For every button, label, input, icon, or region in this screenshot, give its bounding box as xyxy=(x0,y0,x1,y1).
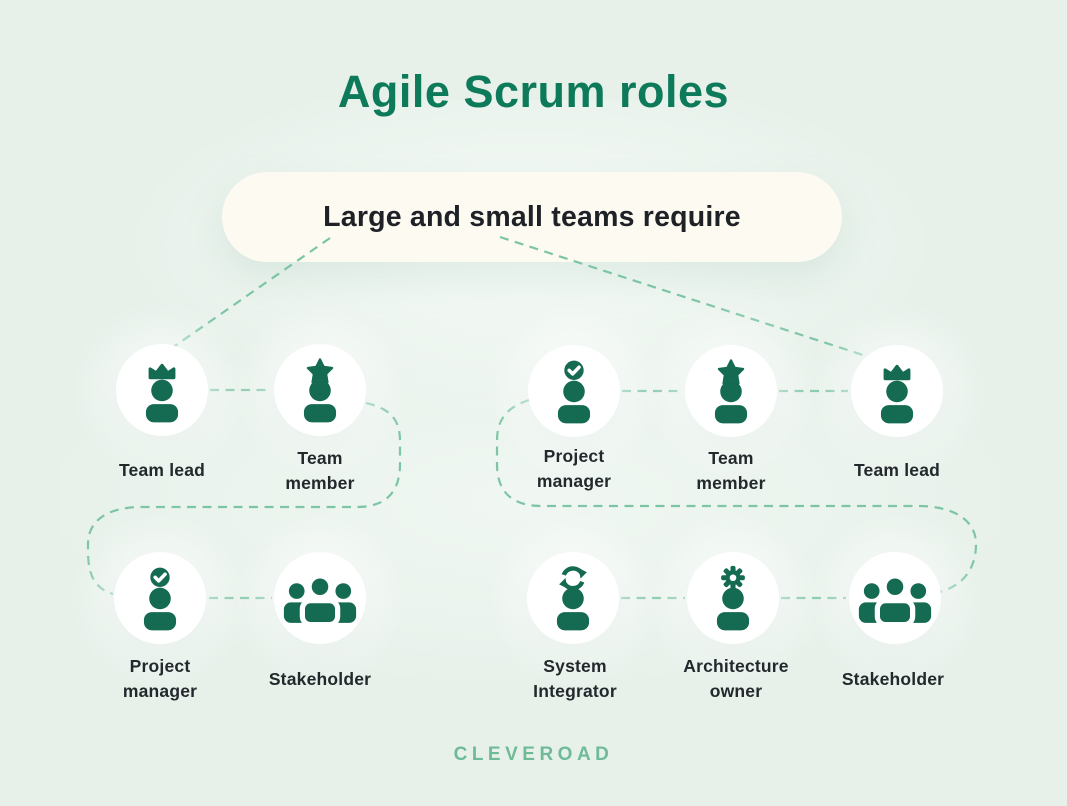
role-circle xyxy=(851,345,943,437)
crown-person-icon xyxy=(145,363,179,423)
role-circle xyxy=(849,552,941,644)
star-person-icon xyxy=(714,359,748,424)
role-circle xyxy=(116,344,208,436)
cleveroad-logo: CLEVEROAD xyxy=(453,744,614,765)
people-group-icon xyxy=(858,572,932,627)
people-group-icon xyxy=(283,572,357,627)
gear-person-icon xyxy=(716,565,750,631)
connector-banner-to-left-team-lead xyxy=(171,237,331,349)
crown-person-icon xyxy=(880,364,914,424)
role-circle xyxy=(114,552,206,644)
check-person-icon xyxy=(143,567,177,631)
role-label: Team member xyxy=(285,448,355,493)
page-title: Agile Scrum roles xyxy=(337,66,730,117)
cycle-person-icon xyxy=(556,566,590,631)
check-person-icon xyxy=(557,360,591,424)
role-circle xyxy=(274,552,366,644)
role-label: Team lead xyxy=(853,460,941,480)
role-circle xyxy=(528,345,620,437)
role-circle xyxy=(527,552,619,644)
role-circle xyxy=(274,344,366,436)
role-circle xyxy=(685,345,777,437)
star-person-icon xyxy=(303,358,337,423)
connector-banner-to-right-team-lead xyxy=(499,235,867,358)
role-label: Stakeholder xyxy=(268,669,372,689)
role-label: Stakeholder xyxy=(841,669,945,689)
role-circle xyxy=(687,552,779,644)
